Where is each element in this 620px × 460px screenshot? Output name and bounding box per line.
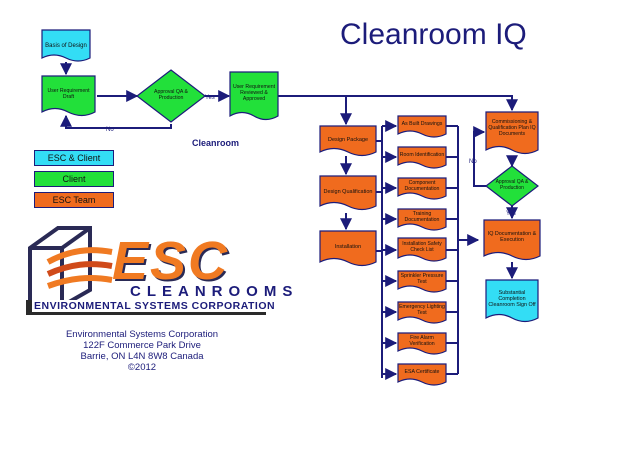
- connectors: [60, 62, 518, 380]
- address-line: 122F Commerce Park Drive: [83, 340, 201, 351]
- diamond-approval-1: [136, 69, 206, 123]
- logo-esc: ESC: [112, 231, 230, 291]
- box-basis-of-design: [41, 29, 91, 62]
- box-component-documentation: [397, 177, 447, 200]
- box-label-iq-doc: IQ Documentation & Execution: [487, 230, 537, 243]
- section-label: Cleanroom: [192, 138, 240, 148]
- box-label-approval-qa-diamond: Approval QA & Production: [153, 89, 189, 101]
- box-label-user-draft: User Requirement Draft: [47, 88, 90, 100]
- address-line: Environmental Systems Corporation: [65, 329, 219, 340]
- box-label-training-doc: Training Documentation: [404, 211, 440, 223]
- legend-esc-team: ESC Team: [34, 192, 114, 208]
- page-title: Cleanroom IQ: [340, 18, 527, 51]
- edge-no-2: No: [469, 159, 477, 165]
- box-as-built: [397, 115, 447, 138]
- box-user-requirement-reviewed: [229, 71, 279, 121]
- address-line: Barrie, ON L4N 8W8 Canada: [80, 351, 204, 362]
- box-design-qualification: [319, 175, 377, 211]
- box-label-fire-alarm: Fire Alarm Verification: [409, 335, 435, 347]
- box-user-requirement-draft: [41, 75, 96, 117]
- box-label-installation: Installation: [334, 243, 362, 250]
- box-esa-certificate: [397, 363, 447, 386]
- diamond-approval-2: [485, 165, 539, 207]
- box-sprinkler: [397, 270, 447, 293]
- box-label-esa-cert: ESA Certificate: [404, 369, 440, 376]
- box-emergency-lighting: [397, 301, 447, 324]
- box-installation-safety: [397, 237, 447, 262]
- legend-client: Client: [34, 171, 114, 187]
- box-installation: [319, 230, 377, 267]
- box-label-commissioning: Commissioning & Qualification Plan IQ Do…: [488, 119, 536, 137]
- address-line: ©2012: [127, 362, 157, 373]
- box-fire-alarm: [397, 332, 447, 355]
- box-substantial-completion: [485, 279, 539, 323]
- address-block: Environmental Systems Corporation 122F C…: [52, 329, 232, 373]
- box-label-emergency: Emergency Lighting Test: [399, 304, 445, 316]
- box-label-component-doc: Component Documentation: [404, 180, 440, 192]
- logo-company-name: ENVIRONMENTAL SYSTEMS CORPORATION: [32, 300, 278, 312]
- logo-cleanrooms: CLEANROOMS: [130, 283, 299, 300]
- box-label-substantial: Substantial Completion Cleanroom Sign Of…: [488, 289, 536, 309]
- box-label-design-qualification: Design Qualification: [323, 188, 373, 195]
- box-iq-documentation: [483, 219, 541, 261]
- box-label-basis: Basis of Design: [45, 42, 87, 49]
- box-label-room-id: Room Identification: [399, 152, 445, 159]
- edge-yes-1: Yes: [205, 95, 215, 101]
- box-design-package: [319, 125, 377, 157]
- edge-no-1: No: [106, 127, 114, 133]
- box-room-identification: [397, 146, 447, 169]
- box-training-documentation: [397, 208, 447, 231]
- box-label-user-reviewed: User Requirement Reviewed & Approved: [232, 84, 276, 102]
- box-commissioning: [485, 111, 539, 155]
- box-label-installation-safety: Installation Safety Check List: [402, 241, 442, 253]
- box-label-sprinkler: Sprinkler Pressure Test: [400, 273, 444, 285]
- cube-logo-icon: [28, 226, 113, 308]
- edge-yes-2: Yes: [506, 211, 516, 217]
- legend-esc-client: ESC & Client: [34, 150, 114, 166]
- box-label-design-package: Design Package: [327, 136, 369, 143]
- box-label-approval-qa-diamond-2: Approval QA & Production: [495, 179, 529, 191]
- box-label-as-built: As Built Drawings: [401, 121, 443, 128]
